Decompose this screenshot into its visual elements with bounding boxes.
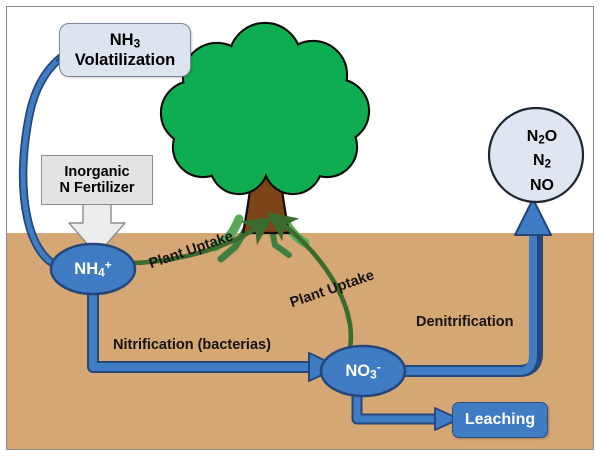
gas-circle (487, 106, 585, 204)
gas-products-label: N2O N2 NO (497, 115, 587, 207)
nh3-volatilization-box[interactable]: NH3 Volatilization (59, 23, 191, 77)
denitrification-arrow (399, 198, 552, 377)
tree-graphic (159, 21, 371, 263)
nitrification-label: Nitrification (bacterias) (113, 337, 271, 353)
plant-uptake-arrow-nitrate (267, 212, 354, 354)
inorganic-n-fertilizer-label: Inorganic N Fertilizer (59, 163, 135, 196)
leaching-label: Leaching (464, 411, 536, 429)
leaching-arrow (351, 389, 460, 431)
inorganic-n-fertilizer-box[interactable]: Inorganic N Fertilizer (41, 155, 153, 205)
diagram-frame: NH3 Volatilization Inorganic N Fertilize… (6, 6, 594, 450)
ammonium-ellipse (49, 242, 137, 296)
nh3-volatilization-label: NH3 Volatilization (74, 30, 176, 69)
leaching-box[interactable]: Leaching (452, 402, 548, 438)
nitrate-ellipse (319, 344, 407, 398)
gas-line-n2o: N2O (526, 128, 558, 147)
denitrification-label: Denitrification (416, 314, 514, 330)
gas-line-n2: N2 (533, 152, 551, 171)
tree-canopy-fill (162, 24, 368, 193)
diagram-vector-layer (18, 21, 585, 431)
gas-line-no: NO (530, 176, 554, 194)
